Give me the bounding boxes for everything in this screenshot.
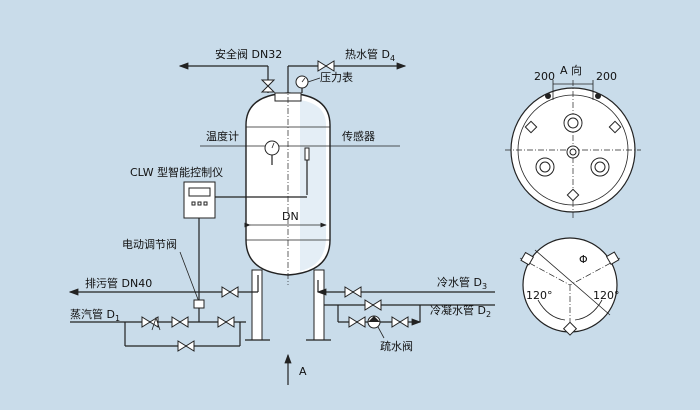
hot-water-label: 热水管 D4 xyxy=(345,47,395,63)
condensate-valve-3 xyxy=(391,316,409,328)
drain-pipe-label: 排污管 DN40 xyxy=(85,276,152,290)
trap-valve-label: 疏水阀 xyxy=(380,339,413,353)
steam-pipe-label: 蒸汽管 D1 xyxy=(70,307,120,323)
view-a-label: A xyxy=(299,365,307,378)
pressure-gauge-label: 压力表 xyxy=(320,70,353,84)
steam-valve-2 xyxy=(171,316,189,328)
strainer xyxy=(151,316,161,331)
thermometer-label: 温度计 xyxy=(206,129,239,143)
electric-valve-label: 电动调节阀 xyxy=(122,237,177,251)
bottom-view xyxy=(519,237,621,336)
dim-left-label: 200 xyxy=(534,70,555,83)
condensate-valve-1 xyxy=(364,299,382,311)
hot-water-outlet xyxy=(287,60,407,93)
vessel-leg-right xyxy=(313,269,325,341)
top-view xyxy=(505,80,641,220)
dn-label: DN xyxy=(282,210,299,223)
condensate-label: 冷凝水管 D2 xyxy=(430,303,491,319)
controller-box xyxy=(183,181,307,300)
steam-valve-3 xyxy=(217,316,235,328)
phi-label: Φ xyxy=(579,253,588,266)
bypass-valve xyxy=(177,340,195,352)
electric-valve xyxy=(179,251,205,309)
view-a-direction-label: A 向 xyxy=(560,63,582,77)
angle-left-label: 120° xyxy=(526,289,553,302)
dim-right-label: 200 xyxy=(596,70,617,83)
sensor-label: 传感器 xyxy=(342,130,375,143)
vessel xyxy=(245,75,331,341)
drain-valve xyxy=(221,286,239,298)
vessel-leg-left xyxy=(251,269,263,341)
hot-water-valve xyxy=(317,60,335,72)
cold-water-label: 冷水管 D3 xyxy=(437,275,487,291)
steam-pipe xyxy=(70,308,246,352)
cold-water-inlet xyxy=(316,280,495,298)
controller-label: CLW 型智能控制仪 xyxy=(130,165,223,179)
drain-pipe xyxy=(68,275,259,298)
safety-valve-label: 安全阀 DN32 xyxy=(215,47,282,61)
safety-valve xyxy=(178,62,276,93)
condensate-valve-2 xyxy=(348,316,366,328)
cold-water-valve xyxy=(344,286,362,298)
sensor xyxy=(304,147,310,195)
condensate-pipe xyxy=(324,299,495,339)
pressure-gauge xyxy=(295,75,321,93)
angle-right-label: 120° xyxy=(593,289,620,302)
thermometer xyxy=(200,140,400,165)
